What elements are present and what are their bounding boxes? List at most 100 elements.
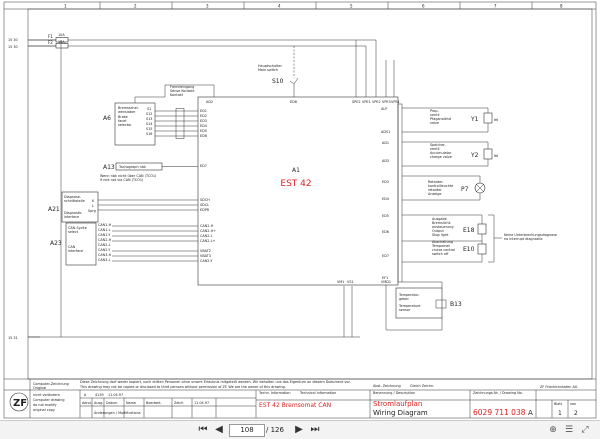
revision-number: 4139: [95, 393, 104, 397]
document-viewer-toolbar: ⏮ ◀ 108 / 126 ▶ ⏭ ⊕ ☰ ⤢: [0, 420, 600, 439]
previous-page-button[interactable]: ◀: [215, 424, 223, 435]
computer-drawing-note: nicht verändern: [33, 393, 60, 397]
a1-pin: ADS1: [381, 130, 390, 134]
b13-label: B13: [450, 301, 462, 308]
last-page-button[interactable]: ⏭: [310, 424, 320, 435]
wiring-diagram-sheet: 1 2 3 4 5 6 7 8 15 30 15 30 15 31 F1 F2 …: [3, 1, 597, 419]
a1-pin: CAN2-L: [200, 234, 213, 238]
fuse-f1-label: F1: [48, 34, 53, 39]
supply-rails: 15 30 15 30 15 31 F1 F2 10A 10A: [8, 33, 377, 340]
zoom-icon[interactable]: ⊕: [549, 425, 557, 435]
a1-pin: ED6: [382, 230, 389, 234]
b13-desc: sensor: [399, 308, 411, 312]
rail-label-30: 15 30: [8, 38, 18, 42]
e18-desc: ansteuerung: [432, 225, 454, 229]
a21-pin: L: [92, 204, 94, 208]
column-label: 6: [422, 4, 425, 9]
notice-de: Diese Zeichnung darf weder kopiert, noch…: [80, 380, 351, 384]
a1-pin: AD2: [206, 100, 213, 104]
a23-desc: select: [68, 230, 79, 234]
a23-pin: CAN1-Y: [98, 233, 111, 237]
a1-name: EST 42: [280, 179, 311, 189]
a1-pin: VPE2: [372, 100, 381, 104]
a1-pin: ED8: [290, 100, 297, 104]
column-header: Aend.: [82, 401, 92, 405]
next-page-button[interactable]: ▶: [295, 424, 303, 435]
a6-desc: Bremsschei-: [118, 106, 140, 110]
y2-desc: Accumulator: [430, 151, 452, 155]
column-label: 3: [206, 4, 209, 9]
a21-diagnostic-interface: A21 Diagnose- schnittstelle Diagnostic i…: [48, 191, 198, 223]
fullscreen-icon[interactable]: ⤢: [581, 425, 589, 435]
a6-pin: S12: [146, 112, 152, 116]
computer-drawing-note: original copy: [33, 408, 55, 412]
rail-label-30b: 15 30: [8, 45, 18, 49]
a1-pin: CAN2-H: [200, 224, 214, 228]
a23-id: A23: [50, 240, 62, 247]
a1-pin: EDPR: [200, 208, 210, 212]
column-label: 7: [494, 4, 497, 9]
e10-desc: switch off: [432, 252, 449, 256]
computer-drawing-note: Computer-Zeichnung: [33, 382, 69, 386]
output-devices: Prop- ventil Pfaganalkhd valve Y1 ⋈ Spei…: [385, 103, 557, 331]
a1-pin: ALP: [381, 107, 387, 111]
a23-pin: CAN3-H: [98, 253, 112, 257]
a1-pin: CAN2-H+: [200, 229, 216, 233]
computer-drawing-note: Computer drawing: [33, 398, 65, 402]
designation-de: Stromlaufplan: [373, 400, 422, 408]
fuse-f1-rating: 10A: [58, 33, 65, 37]
drawn-date: 11.04.97: [194, 401, 209, 405]
a13-note: If nbk not via CAN (TCO1): [100, 178, 144, 182]
e10-desc: Tempomat: [431, 244, 450, 248]
a1-pin: SPE2: [352, 100, 361, 104]
a6-pin: S16: [146, 132, 152, 136]
side-note: no interrupt diagnostic: [504, 237, 543, 241]
a21-id: A21: [48, 206, 60, 213]
e18-desc: Bremslicht-: [432, 221, 452, 225]
a23-box: [65, 222, 97, 266]
a1-pin: ED3: [382, 180, 389, 184]
sheet-number: 1: [558, 410, 562, 417]
title-block: ZF Computer-Zeichnung Original nicht ver…: [4, 379, 596, 418]
designation-label: Benennung / Description: [373, 391, 415, 395]
column-header: Datum: [106, 401, 118, 405]
a23-pin: CAN2-Y: [98, 248, 111, 252]
column-label: 1: [64, 4, 67, 9]
a1-pin: EF1: [382, 276, 388, 280]
a1-pin: VPE1: [362, 100, 371, 104]
sheet-border: [3, 1, 597, 419]
page-number-input[interactable]: 108: [229, 424, 265, 437]
a23-pin: CAN2-H: [98, 238, 112, 242]
tech-info: Techn. Information: [258, 391, 291, 395]
a21-pin: K: [92, 199, 95, 203]
b13-desc: Temperature: [398, 304, 420, 308]
first-page-button[interactable]: ⏮: [198, 424, 208, 435]
a6-desc: selector: [118, 123, 132, 127]
a23-can-interface: A23 CAN-Sycite select CAN interface CAN1…: [50, 222, 198, 266]
a1-right-connector: [397, 103, 403, 283]
s10-label: S10: [272, 78, 284, 85]
b13-box: [395, 287, 443, 319]
y2-coil: [483, 148, 493, 160]
a23-desc: interface: [68, 249, 83, 253]
zf-logo-text: ZF: [13, 398, 27, 409]
e10-desc: cruise control: [432, 248, 455, 252]
a21-desc: Diagnostic: [64, 211, 82, 215]
y2-desc: charge valve: [430, 155, 452, 159]
a1-pin: ED4: [200, 124, 207, 128]
a21-box: [61, 191, 99, 223]
a21-desc: Diagnose-: [64, 195, 82, 199]
a1-pin: AD3: [382, 159, 389, 163]
a6-pin: S14: [146, 122, 152, 126]
e18-desc: Ausgabe: [432, 217, 447, 221]
e18-relay: [477, 223, 487, 235]
a13-note: Wenn nbk nicht über CAN (TCO1): [100, 174, 157, 178]
a6-note: Sense Kontakt: [170, 89, 195, 93]
b13-desc: Temperatur-: [398, 293, 420, 297]
y1-valve-icon: ⋈: [494, 117, 498, 122]
e18-desc: Output: [432, 229, 444, 233]
menu-icon[interactable]: ☰: [564, 425, 574, 435]
drawing-revision: A: [528, 409, 533, 417]
a6-id: A6: [103, 115, 111, 122]
fuse-f2: [55, 43, 69, 49]
